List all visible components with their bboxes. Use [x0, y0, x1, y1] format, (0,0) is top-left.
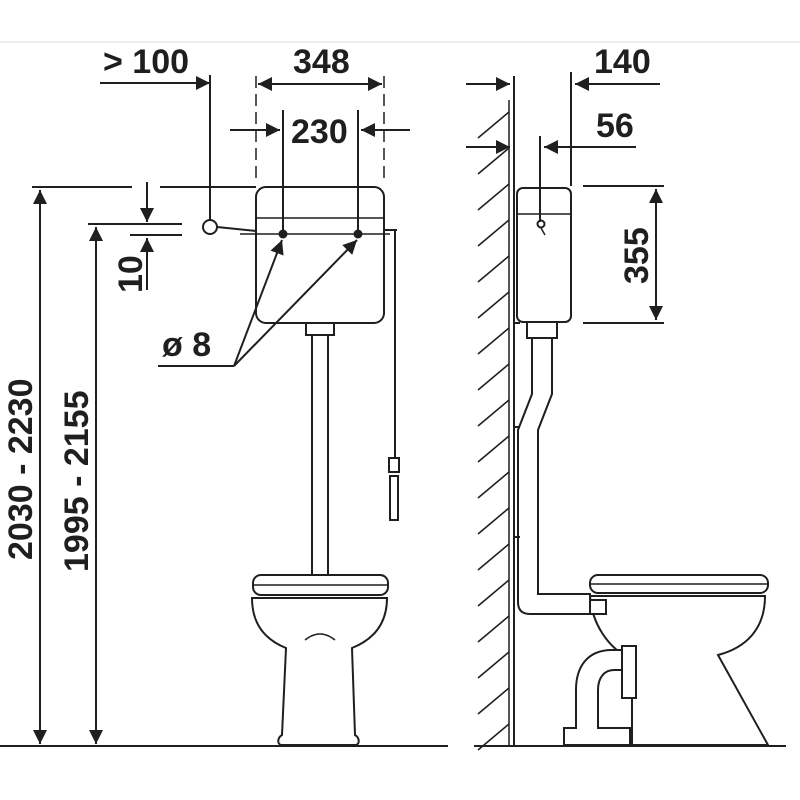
- side-outlet-trap: [563, 649, 633, 746]
- wall-hatch-line: [477, 435, 510, 463]
- wall-hatch-line: [477, 543, 510, 571]
- side-view: 140 56 355: [466, 43, 786, 751]
- side-toilet-bowl: [588, 595, 770, 746]
- front-hole-diameter-leader-a: [233, 239, 284, 367]
- front-flush-lever-arm: [216, 226, 257, 232]
- wall-hatch-line: [477, 291, 510, 319]
- wall-hatch-line: [477, 183, 510, 211]
- front-flush-pipe: [311, 322, 329, 576]
- side-height-label: 355: [618, 227, 656, 284]
- front-pull-handle: [389, 475, 399, 521]
- front-flush-lever: [202, 219, 218, 235]
- front-toilet-bowl-detail: [304, 633, 336, 641]
- front-pull-chain-knot: [388, 457, 400, 473]
- side-cistern: [516, 187, 572, 323]
- side-flush-pipe: [517, 321, 591, 615]
- wall-hatch-line: [477, 723, 510, 751]
- side-wall-hatching: [477, 111, 510, 751]
- front-hole-spacing-label: 230: [291, 113, 348, 151]
- front-toilet-bowl: [250, 597, 389, 746]
- wall-hatch-line: [477, 363, 510, 391]
- wall-hatch-line: [477, 579, 510, 607]
- wall-hatch-line: [477, 111, 510, 139]
- front-overall-height-label: 2030 - 2230: [2, 379, 40, 561]
- side-flush-lever-tail: [540, 227, 546, 236]
- wall-hatch-line: [477, 651, 510, 679]
- wall-hatch-line: [477, 255, 510, 283]
- side-seat-hinge: [589, 599, 607, 615]
- front-offset-label: 10: [112, 255, 150, 293]
- wall-hatch-line: [477, 147, 510, 175]
- wall-hatch-line: [477, 219, 510, 247]
- wall-hatch-line: [477, 687, 510, 715]
- wall-hatch-line: [477, 471, 510, 499]
- wall-hatch-line: [477, 507, 510, 535]
- front-side-clearance-label: > 100: [103, 43, 189, 81]
- wall-hatch-line: [477, 327, 510, 355]
- side-outlet-connector: [621, 645, 637, 699]
- side-pipe-collar: [526, 321, 558, 339]
- wall-hatch-line: [477, 399, 510, 427]
- front-fixing-height-label: 1995 - 2155: [58, 391, 96, 573]
- front-flush-pipe-collar: [305, 322, 335, 336]
- side-depth-label: 140: [594, 43, 651, 81]
- front-hole-diameter-leader-b: [233, 239, 358, 367]
- front-cistern: [255, 186, 385, 324]
- wall-hatch-line: [477, 615, 510, 643]
- front-hole-diameter-label: ø 8: [162, 326, 211, 364]
- front-cistern-width-label: 348: [293, 43, 350, 81]
- side-fixing-label: 56: [596, 107, 634, 145]
- front-view: > 100 348 230 ø 8 10 2030 - 2230 1995 - …: [0, 43, 448, 747]
